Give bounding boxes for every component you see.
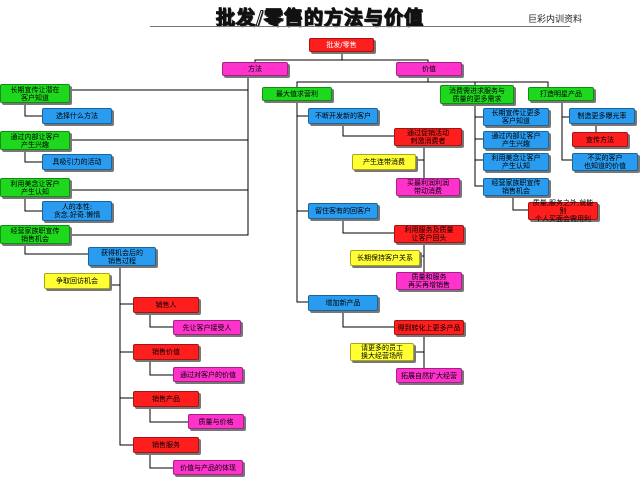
method-item-family: 经营家族职宣传 销售机会 <box>0 225 70 244</box>
step-detail-person: 先让客户接受人 <box>173 320 241 335</box>
method-item-publicity: 长期宣传让潜在 客户知道 <box>0 84 70 103</box>
retain-yellow: 长期保持客户关系 <box>350 250 420 266</box>
income-node: 最大值求营利 <box>262 87 332 101</box>
method-detail-activity: 具吸引力的活动 <box>42 154 112 170</box>
method-item-interest: 通过内部让客户 产生兴趣 <box>0 131 70 150</box>
consume-item-1: 长期宣传让更多 客户知道 <box>483 108 549 126</box>
method-detail-choice: 选择什么方法 <box>42 108 112 124</box>
retain-node: 留住客有的回客户 <box>308 203 378 219</box>
method-detail-nature: 人的本性: 贪念.好奇.懒惰 <box>42 201 112 221</box>
brand-label: 巨彩内训资料 <box>528 15 583 25</box>
consume-item-3: 利用美念让客户 产生认知 <box>483 153 549 171</box>
step-sell-service: 销售服务 <box>133 437 199 453</box>
repeat-node: 不断开发新的客户 <box>308 108 378 124</box>
star-product-node: 打造明星产品 <box>528 87 594 101</box>
step-sell-value: 销售价值 <box>133 344 199 360</box>
consume-item-4: 经营家族职宣传 销售机会 <box>483 178 549 196</box>
repeat-result: 买最利润利润 带动消费 <box>396 178 460 196</box>
root-node: 批发/零售 <box>309 38 374 52</box>
repeat-action: 通过促销活动 刺激消费者 <box>394 128 462 146</box>
page-title: 批发/零售的方法与价值 <box>216 7 424 30</box>
star-item-exposure: 制造更多曝光率 <box>569 108 635 124</box>
consume-item-2: 通过内部让客户 产生兴趣 <box>483 131 549 149</box>
star-item-value: 不买的客户 也知道的价值 <box>572 153 638 171</box>
new-product-yellow: 请更多的员工 换大经营场所 <box>350 343 414 361</box>
consume-node: 消费需进求服务与 质量的更多需求 <box>440 85 514 104</box>
step-sell-person: 销售人 <box>133 297 199 313</box>
new-product-result: 拓展自然扩大经营 <box>396 368 462 383</box>
retain-action: 利用服务及质量 让客户回头 <box>394 225 464 243</box>
method-item-cognition: 利用美念让客户 产生认知 <box>0 178 70 197</box>
step-detail-service: 价值与产品的体现 <box>173 460 243 475</box>
step-sell-product: 销售产品 <box>133 391 199 407</box>
step-detail-value: 通过对客户的价值 <box>173 367 243 382</box>
new-product-action: 得到转化上更多产品 <box>394 320 464 335</box>
chance-node: 争取回访机会 <box>44 273 110 289</box>
sales-process-node: 获得机会后的 销售过程 <box>88 247 156 266</box>
consume-result: 质量,服务之外,就能别 个人买面会需用利 <box>528 199 598 223</box>
repeat-yellow: 产生连带消费 <box>352 154 416 170</box>
title-rule <box>150 26 570 27</box>
new-product-node: 增加新产品 <box>308 295 378 311</box>
retain-result: 质量和服务 再买再增销售 <box>396 272 462 290</box>
step-detail-product: 质量与价格 <box>188 414 244 429</box>
star-method: 宣传方法 <box>572 132 628 147</box>
value-node: 价值 <box>396 62 462 76</box>
method-node: 方法 <box>222 62 288 76</box>
